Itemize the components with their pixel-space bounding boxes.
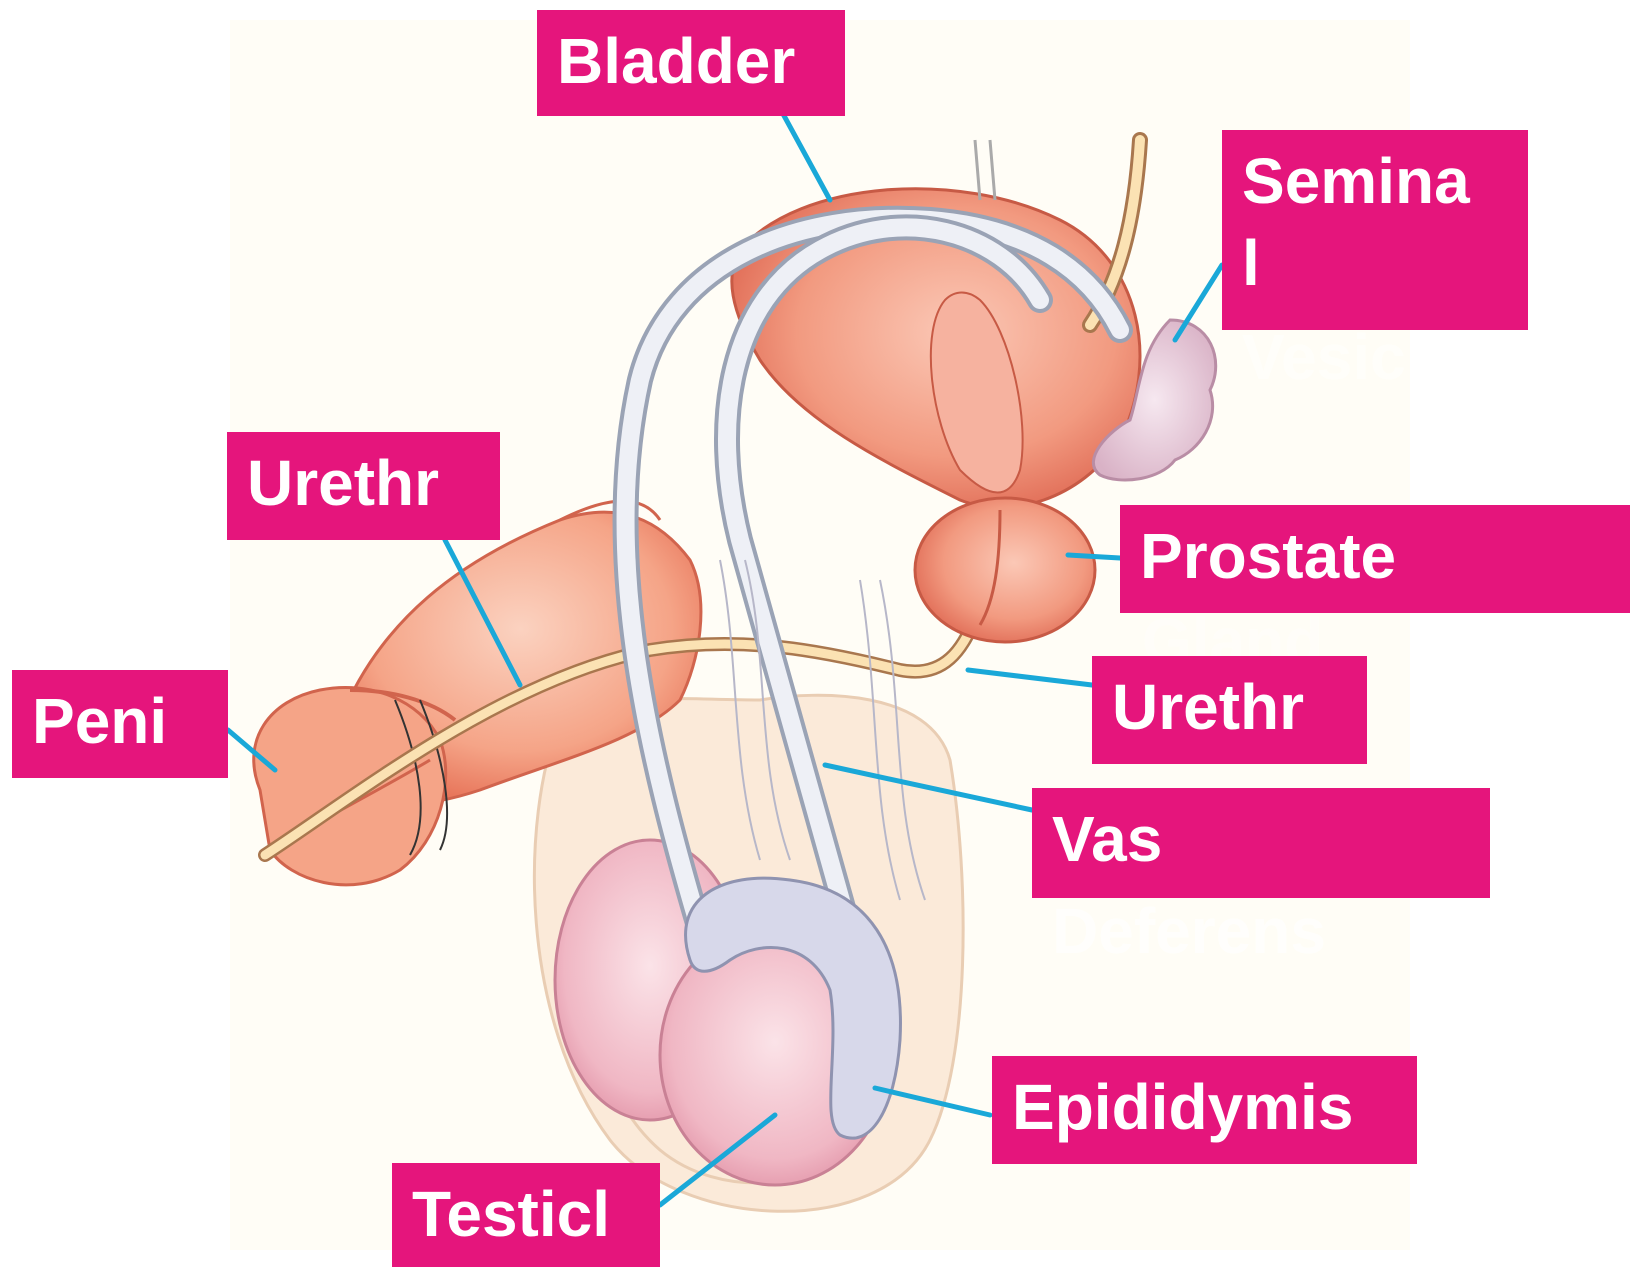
label-urethra-top: Urethr bbox=[227, 432, 500, 540]
label-seminal-vesicle: Semina l bbox=[1222, 130, 1528, 330]
label-epididymis: Epididymis bbox=[992, 1056, 1417, 1164]
label-seminal-line1: Semina bbox=[1242, 140, 1508, 222]
label-urethra-right: Urethr bbox=[1092, 656, 1367, 764]
label-urethra-top-text: Urethr bbox=[247, 447, 439, 519]
label-epididymis-text: Epididymis bbox=[1012, 1071, 1353, 1143]
label-testicle: Testicl bbox=[392, 1163, 660, 1267]
label-vas-text: Vas bbox=[1052, 803, 1162, 875]
label-vas-deferens: Vas bbox=[1032, 788, 1490, 898]
leader-line-prostate bbox=[1068, 555, 1120, 558]
label-prostate: Prostate bbox=[1120, 505, 1630, 613]
label-testicle-text: Testicl bbox=[412, 1178, 610, 1250]
label-prostate-text: Prostate bbox=[1140, 520, 1396, 592]
label-bladder: Bladder bbox=[537, 10, 845, 116]
label-penis-text: Peni bbox=[32, 685, 167, 757]
prostate-organ bbox=[915, 498, 1095, 642]
label-vas-hidden-text: Deferens bbox=[1052, 890, 1326, 972]
label-bladder-text: Bladder bbox=[557, 25, 795, 97]
label-seminal-hidden-text: Vesicl bbox=[1242, 316, 1424, 398]
label-seminal-line2: l bbox=[1242, 222, 1508, 304]
label-urethra-right-text: Urethr bbox=[1112, 671, 1304, 743]
label-penis: Peni bbox=[12, 670, 228, 778]
